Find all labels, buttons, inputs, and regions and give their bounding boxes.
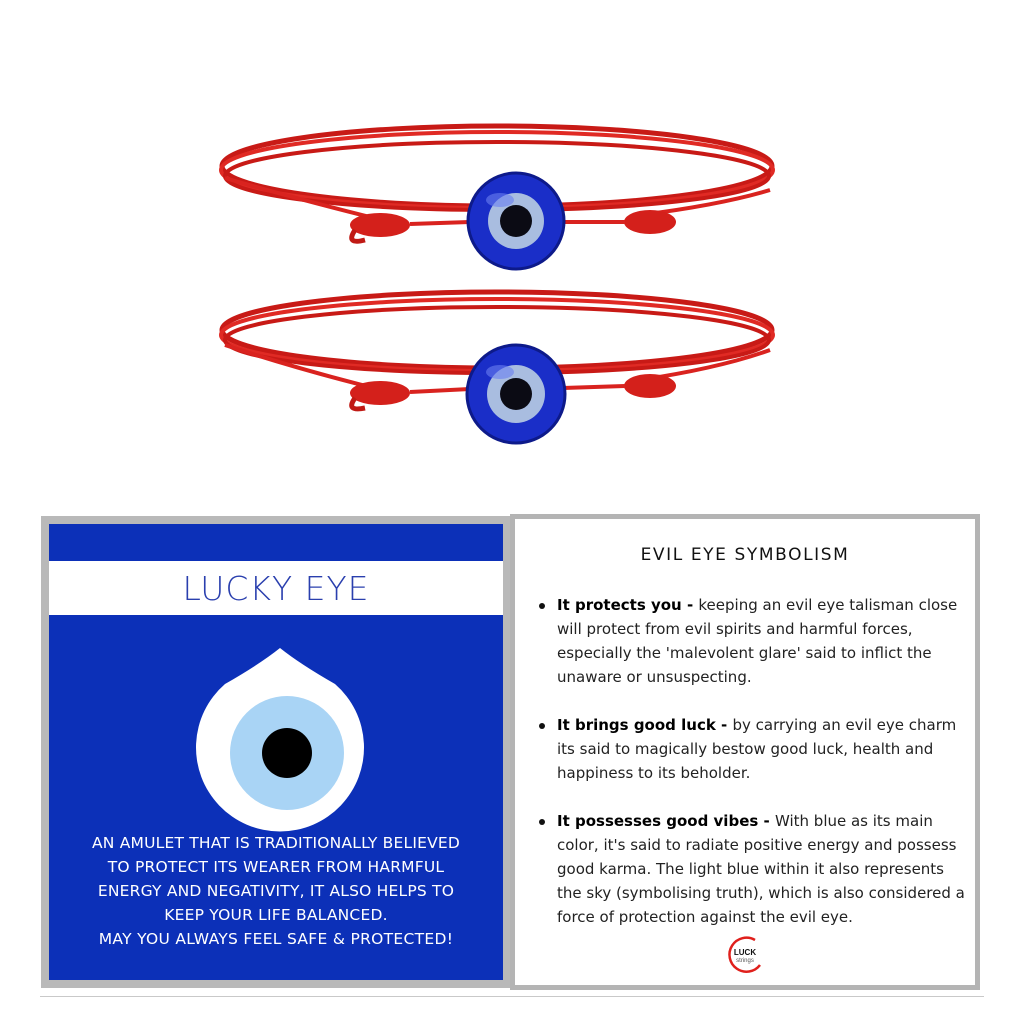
- amulet-wish: MAY YOU ALWAYS FEEL SAFE & PROTECTED!: [98, 930, 454, 948]
- list-item: It possesses good vibes - With blue as i…: [539, 809, 969, 929]
- symbolism-title: EVIL EYE SYMBOLISM: [640, 545, 850, 565]
- bullet-text: With blue as its main color, it's said t…: [557, 812, 965, 926]
- bracelets-photo: [219, 123, 775, 445]
- bullet-lead: It brings good luck -: [557, 716, 733, 734]
- symbolism-card: EVIL EYE SYMBOLISM It protects you - kee…: [510, 514, 980, 990]
- amulet-description: An amulet that is traditionally believed…: [91, 834, 461, 924]
- list-item: It brings good luck - by carrying an evi…: [539, 713, 969, 785]
- lucky-eye-card-body: LUCKY EYE An amulet that is traditionall…: [49, 524, 503, 980]
- bullet-icon: [539, 603, 545, 609]
- bullet-icon: [539, 723, 545, 729]
- bullet-text: keeping an evil eye talisman close will …: [557, 596, 958, 686]
- bullet-icon: [539, 819, 545, 825]
- logo-line2: strings: [736, 958, 754, 964]
- bullet-lead: It possesses good vibes -: [557, 812, 775, 830]
- symbolism-card-body: EVIL EYE SYMBOLISM It protects you - kee…: [515, 519, 975, 985]
- logo-line1: LUCK: [734, 948, 756, 957]
- bullet-text: by carrying an evil eye charm its said t…: [557, 716, 957, 782]
- bullet-lead: It protects you -: [557, 596, 699, 614]
- lucky-eye-card: LUCKY EYE An amulet that is traditionall…: [41, 516, 511, 988]
- divider: [40, 996, 984, 997]
- bracelet-bottom: [219, 289, 775, 445]
- evil-eye-icon: [196, 648, 364, 832]
- lucky-eye-title: LUCKY EYE: [182, 568, 370, 608]
- title-band: LUCKY EYE: [49, 561, 503, 615]
- bracelet-top: [219, 123, 775, 271]
- symbolism-list: It protects you - keeping an evil eye ta…: [539, 593, 969, 953]
- list-item: It protects you - keeping an evil eye ta…: [539, 593, 969, 689]
- luck-strings-logo: LUCK strings: [728, 936, 761, 973]
